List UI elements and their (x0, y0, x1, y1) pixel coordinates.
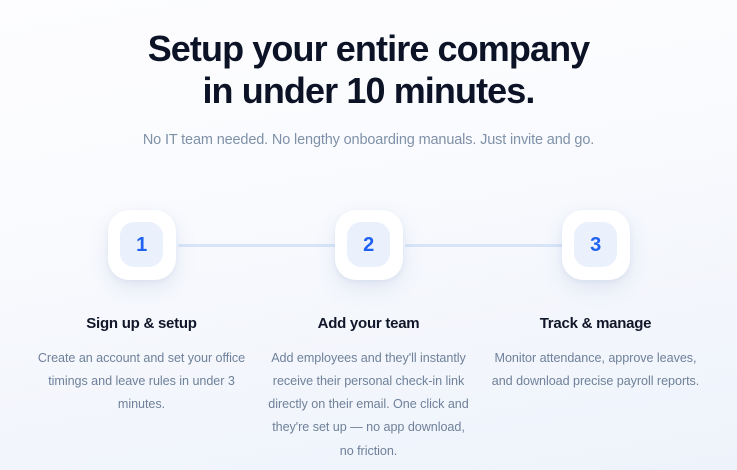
step-connector-line-1 (177, 243, 369, 247)
step-number-2: 2 (363, 233, 374, 256)
step-badge-inner-3: 3 (574, 222, 617, 267)
step-badge-inner-2: 2 (347, 222, 390, 267)
headline-line-1: Setup your entire company (147, 28, 591, 69)
step-title-3: Track & manage (539, 314, 652, 332)
hero-subtitle: No IT team needed. No lengthy onboarding… (142, 131, 595, 148)
step-connector-line-2 (404, 243, 596, 247)
step-description-1: Create an account and set your office ti… (37, 350, 246, 412)
step-badge-1: 1 (107, 209, 176, 280)
step-badge-3: 3 (561, 209, 630, 280)
step-title-2: Add your team (317, 314, 420, 332)
step-item-3: 3 Track & manage Monitor attendance, app… (482, 209, 709, 394)
headline-line-2: in under 10 minutes. (202, 69, 535, 111)
page-title: Setup your entire company in under 10 mi… (0, 28, 737, 112)
step-description-3: Monitor attendance, approve leaves, and … (491, 350, 700, 388)
step-number-3: 3 (590, 233, 601, 256)
step-item-1: 1 Sign up & setup Create an account and … (28, 209, 369, 417)
hero-heading-block: Setup your entire company in under 10 mi… (0, 0, 737, 148)
step-badge-inner-1: 1 (120, 222, 163, 267)
step-title-1: Sign up & setup (86, 314, 197, 332)
step-badge-2: 2 (334, 209, 403, 280)
step-number-1: 1 (136, 233, 147, 256)
steps-list: 1 Sign up & setup Create an account and … (0, 209, 737, 463)
step-item-2: 2 Add your team Add employees and they'l… (255, 209, 596, 463)
step-description-2: Add employees and they'll instantly rece… (268, 350, 469, 458)
